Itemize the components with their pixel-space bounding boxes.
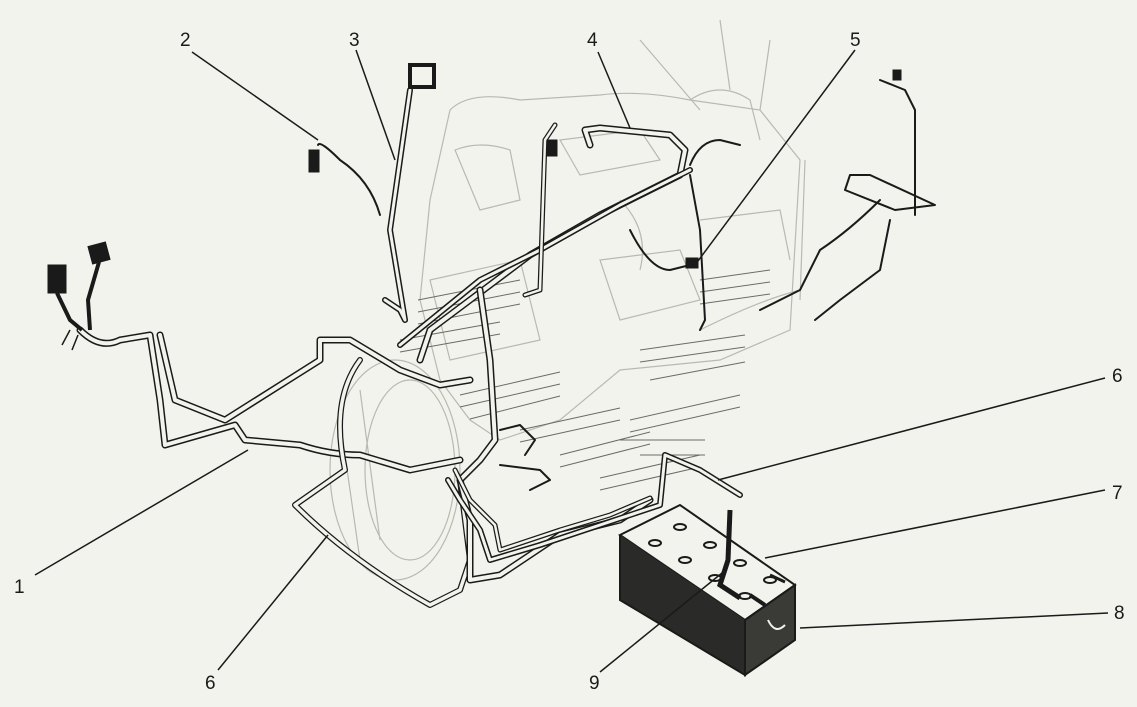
callout-7: 7	[1112, 483, 1123, 504]
callout-3: 3	[349, 30, 360, 51]
callout-4: 4	[587, 30, 598, 51]
callout-8: 8	[1114, 603, 1125, 624]
left-connector-b	[87, 241, 111, 265]
callout-1: 1	[14, 577, 25, 598]
callout-9: 9	[589, 673, 600, 694]
leader-8	[799, 612, 1109, 629]
battery	[618, 503, 797, 677]
leader-3	[355, 49, 396, 161]
leader-4	[597, 51, 631, 129]
left-connector-a	[47, 264, 67, 294]
leader-9	[599, 572, 723, 673]
main-harness	[76, 79, 936, 608]
sensor-connector-2	[308, 149, 320, 173]
connector-cab	[892, 69, 902, 81]
top-connector-3	[408, 63, 436, 89]
leader-6a	[217, 534, 329, 671]
leader-lines	[34, 49, 1109, 673]
callout-6-right: 6	[1112, 366, 1123, 387]
connector-5	[685, 257, 699, 269]
callout-6-left: 6	[205, 673, 216, 694]
leader-2	[191, 51, 319, 141]
leader-6b	[717, 377, 1106, 481]
leader-5	[694, 49, 856, 266]
callout-2: 2	[180, 30, 191, 51]
hatched-panels	[399, 269, 771, 491]
callout-labels: 1 2 3 4 5 6 6 7 8 9	[14, 30, 1125, 694]
callout-5: 5	[850, 30, 861, 51]
leader-1	[34, 449, 249, 576]
connector-4	[546, 139, 558, 157]
connectors	[47, 63, 902, 351]
leader-7	[764, 489, 1106, 559]
